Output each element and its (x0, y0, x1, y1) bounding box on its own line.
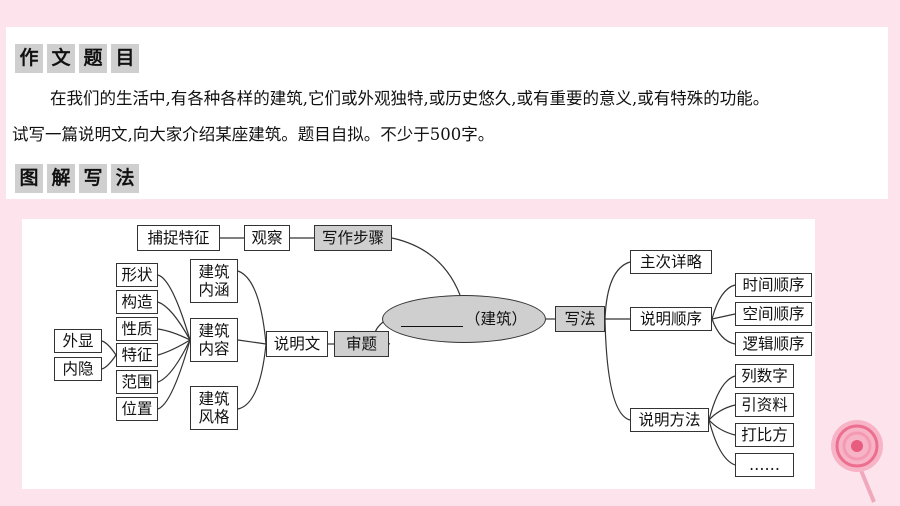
connector-lines (101, 237, 736, 466)
branch-label: 建筑内容 (198, 322, 230, 358)
node-location: 位置 (116, 397, 158, 421)
node-observe: 观察 (244, 225, 290, 251)
node-building-connotation: 建筑内涵 (190, 259, 238, 303)
node-time-order: 时间顺序 (735, 273, 812, 297)
center-node: （建筑） (382, 295, 546, 343)
node-list-numbers: 列数字 (735, 364, 794, 388)
node-writing-steps: 写作步骤 (314, 225, 392, 251)
node-explanation-methods: 说明方法 (630, 408, 709, 432)
mind-map: 捕捉特征 观察 写作步骤 （建筑） 审题 说明文 建筑内涵 建筑内容 建筑风格 … (22, 219, 815, 489)
heading-char: 法 (111, 164, 139, 193)
node-logic-order: 逻辑顺序 (735, 332, 812, 356)
node-explanation-order: 说明顺序 (630, 307, 712, 331)
heading-char: 文 (47, 44, 75, 73)
node-nature: 性质 (116, 317, 158, 341)
node-shape: 形状 (116, 263, 158, 287)
heading-char: 写 (79, 164, 107, 193)
prompt-text-line-1: 在我们的生活中,有各种各样的建筑,它们或外观独特,或历史悠久,或有重要的意义,或… (50, 89, 770, 108)
node-building-style: 建筑风格 (190, 386, 238, 430)
node-building-content: 建筑内容 (190, 318, 238, 362)
prompt-panel: 作 文 题 目 在我们的生活中,有各种各样的建筑,它们或外观独特,或历史悠久,或… (6, 27, 888, 199)
node-writing-method: 写法 (555, 306, 605, 332)
node-analogy: 打比方 (735, 423, 794, 447)
blank-line (400, 312, 463, 327)
node-cite-sources: 引资料 (735, 393, 794, 417)
heading-char: 图 (15, 164, 43, 193)
node-expository-essay: 说明文 (266, 331, 328, 357)
branch-label: 建筑风格 (198, 390, 230, 426)
method-heading: 图 解 写 法 (15, 164, 139, 193)
heading-char: 解 (47, 164, 75, 193)
node-examine-topic: 审题 (334, 331, 389, 357)
node-capture-features: 捕捉特征 (137, 225, 220, 251)
prompt-heading: 作 文 题 目 (15, 44, 139, 73)
node-scope: 范围 (116, 370, 158, 394)
node-space-order: 空间顺序 (735, 302, 812, 326)
node-external: 外显 (54, 329, 102, 353)
heading-char: 目 (111, 44, 139, 73)
node-primary-secondary: 主次详略 (630, 250, 712, 274)
lollipop-decoration (831, 420, 883, 503)
branch-label: 建筑内涵 (198, 263, 230, 299)
node-feature: 特征 (116, 343, 158, 367)
node-etc: …… (735, 453, 794, 477)
heading-char: 题 (79, 44, 107, 73)
center-label: （建筑） (464, 310, 527, 328)
prompt-text-line-2: 试写一篇说明文,向大家介绍某座建筑。题目自拟。不少于500字。 (12, 125, 495, 144)
node-structure: 构造 (116, 290, 158, 314)
node-internal: 内隐 (54, 357, 102, 381)
heading-char: 作 (15, 44, 43, 73)
